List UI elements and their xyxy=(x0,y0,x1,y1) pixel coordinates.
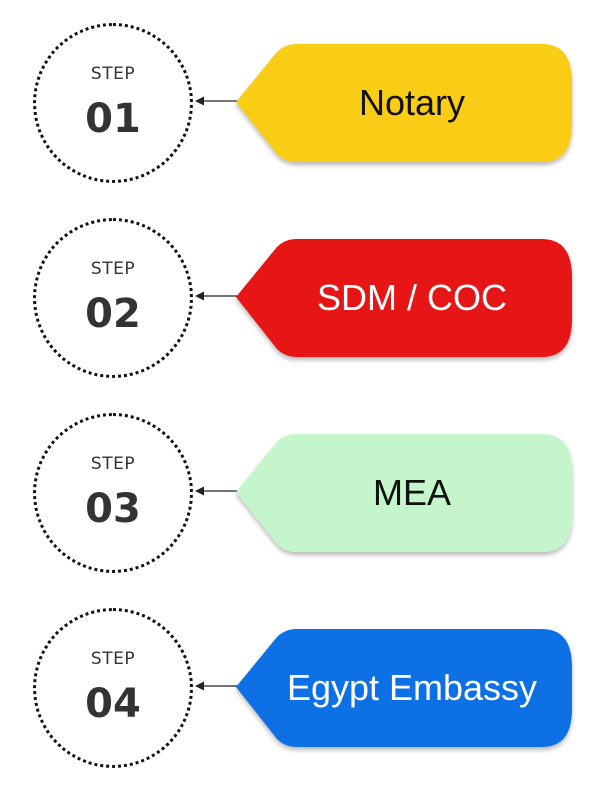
connector-arrow xyxy=(195,96,241,106)
step-tag xyxy=(236,44,572,162)
step-label: STEP xyxy=(90,64,136,84)
step-title: SDM / COC xyxy=(316,277,507,318)
step-circle: STEP 03 xyxy=(33,413,193,573)
step-tag xyxy=(236,434,572,552)
step-circle: STEP 02 xyxy=(33,218,193,378)
step-title: MEA xyxy=(372,472,451,513)
step-label: STEP xyxy=(90,454,136,474)
step-title: Notary xyxy=(358,82,466,123)
tag-shape xyxy=(236,434,572,552)
tag-shape xyxy=(236,629,572,747)
tag-shape xyxy=(236,44,572,162)
step-label: STEP xyxy=(90,259,136,279)
step-number: 04 xyxy=(85,681,141,727)
step-title: Egypt Embassy xyxy=(286,667,538,708)
step-tag xyxy=(236,629,572,747)
step-3: STEP 03 MEA xyxy=(0,410,602,580)
step-number: 01 xyxy=(85,96,141,142)
connector-arrow xyxy=(195,486,241,496)
step-1: STEP 01 Notary xyxy=(0,20,602,190)
step-label: STEP xyxy=(90,649,136,669)
step-number: 03 xyxy=(85,486,141,532)
connector-arrow xyxy=(195,291,241,301)
step-2: STEP 02 SDM / COC xyxy=(0,215,602,385)
step-4: STEP 04 Egypt Embassy xyxy=(0,605,602,775)
tag-shape xyxy=(236,239,572,357)
step-tag xyxy=(236,239,572,357)
step-circle: STEP 01 xyxy=(33,23,193,183)
step-circle: STEP 04 xyxy=(33,608,193,768)
step-number: 02 xyxy=(85,291,141,337)
connector-arrow xyxy=(195,681,241,691)
